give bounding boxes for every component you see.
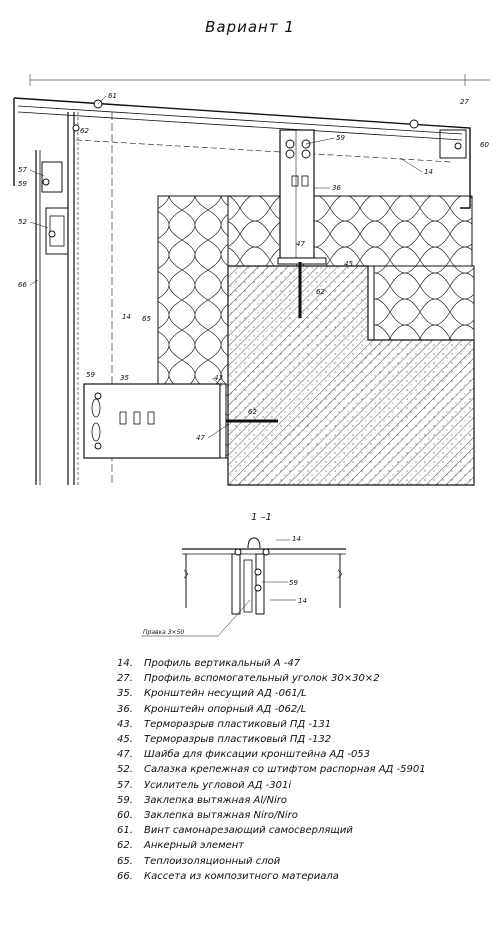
rivets	[42, 99, 462, 450]
legend-number: 35.	[117, 688, 133, 700]
bearing-bracket-35	[83, 383, 278, 459]
svg-text:62: 62	[316, 288, 325, 296]
legend-text: Кронштейн опорный АД -062/L	[144, 703, 307, 715]
legend-text: Кронштейн несущий АД -061/L	[144, 688, 307, 700]
legend-text: Теплоизоляционный слой	[144, 855, 281, 867]
legend-item: 61. Винт самонарезающий самосверлящий	[117, 823, 487, 838]
legend-item: 14. Профиль вертикальный А -47	[117, 656, 487, 671]
top-cladding	[13, 74, 490, 209]
svg-text:47: 47	[296, 240, 305, 248]
insulation-horizontal	[227, 195, 475, 341]
section-1-1	[142, 537, 346, 637]
svg-text:65: 65	[142, 315, 151, 323]
legend-text: Терморазрыв пластиковый ПД -132	[144, 734, 332, 746]
svg-text:47: 47	[196, 434, 205, 442]
legend-item: 62. Анкерный элемент	[117, 838, 487, 853]
svg-text:60: 60	[480, 141, 489, 149]
legend-text: Салазка крепежная со штифтом распорная А…	[144, 764, 426, 776]
drawing-title: Вариант 1	[205, 18, 295, 36]
legend-number: 47.	[117, 749, 133, 761]
legend-number: 43.	[117, 718, 133, 730]
legend-item: 57. Усилитель угловой АД -301i	[117, 778, 487, 793]
svg-text:66: 66	[18, 281, 27, 289]
svg-text:57: 57	[18, 166, 27, 174]
legend-number: 27.	[117, 673, 133, 685]
legend-number: 65.	[117, 855, 133, 867]
legend-item: 27. Профиль вспомогательный уголок 30×30×…	[117, 671, 487, 686]
support-bracket-36	[277, 129, 327, 318]
legend: 14. Профиль вертикальный А -47 27. Профиль …	[117, 656, 487, 884]
legend-item: 36. Кронштейн опорный АД -062/L	[117, 702, 487, 717]
legend-text: Терморазрыв пластиковый ПД -131	[144, 718, 332, 730]
svg-text:36: 36	[332, 184, 341, 192]
legend-text: Заклепка вытяжная Al/Niro	[144, 794, 287, 806]
legend-item: 66. Кассета из композитного материала	[117, 869, 487, 884]
svg-text:35: 35	[120, 374, 129, 382]
legend-number: 62.	[117, 840, 133, 852]
legend-item: 47. Шайба для фиксации кронштейна АД -053	[117, 747, 487, 762]
legend-number: 60.	[117, 810, 133, 822]
legend-item: 52. Салазка крепежная со штифтом распорна…	[117, 762, 487, 777]
legend-number: 57.	[117, 779, 133, 791]
legend-item: 43. Терморазрыв пластиковый ПД -131	[117, 717, 487, 732]
svg-text:27: 27	[460, 98, 469, 106]
legend-item: 45. Терморазрыв пластиковый ПД -132	[117, 732, 487, 747]
svg-text:62: 62	[248, 408, 257, 416]
legend-text: Усилитель угловой АД -301i	[144, 779, 292, 791]
legend-number: 36.	[117, 703, 133, 715]
svg-text:61: 61	[108, 92, 117, 100]
callout-labels: 61 62 27 60 59 14 36 57 59 52 47 45 62 6…	[18, 92, 489, 442]
section-labels: 14 59 14 Правка 3×50	[143, 535, 307, 636]
svg-text:52: 52	[18, 218, 27, 226]
svg-text:59: 59	[86, 371, 95, 379]
legend-number: 66.	[117, 870, 133, 882]
legend-item: 59. Заклепка вытяжная Al/Niro	[117, 793, 487, 808]
legend-text: Профиль вспомогательный уголок 30×30×2	[144, 673, 380, 685]
svg-text:59: 59	[289, 579, 298, 587]
legend-text: Шайба для фиксации кронштейна АД -053	[144, 749, 371, 761]
legend-text: Профиль вертикальный А -47	[144, 658, 301, 669]
svg-text:14: 14	[424, 168, 433, 176]
legend-number: 14.	[117, 658, 133, 669]
legend-text: Кассета из композитного материала	[144, 870, 339, 882]
legend-number: 61.	[117, 825, 133, 837]
svg-text:59: 59	[18, 180, 27, 188]
legend-item: 65. Теплоизоляционный слой	[117, 854, 487, 869]
svg-text:45: 45	[344, 260, 353, 268]
legend-text: Анкерный элемент	[144, 840, 245, 852]
svg-text:59: 59	[336, 134, 345, 142]
svg-text:14: 14	[298, 597, 307, 605]
legend-number: 45.	[117, 734, 133, 746]
svg-text:43: 43	[214, 374, 223, 382]
legend-item: 35. Кронштейн несущий АД -061/L	[117, 686, 487, 701]
section-title: 1 –1	[251, 512, 272, 523]
svg-text:Правка 3×50: Правка 3×50	[143, 629, 184, 636]
legend-item: 60. Заклепка вытяжная Niro/Niro	[117, 808, 487, 823]
legend-number: 52.	[117, 764, 133, 776]
svg-text:14: 14	[292, 535, 301, 543]
leader-lines	[29, 95, 423, 439]
legend-text: Заклепка вытяжная Niro/Niro	[144, 810, 298, 822]
legend-number: 59.	[117, 794, 133, 806]
svg-text:62: 62	[80, 127, 89, 135]
svg-text:14: 14	[122, 313, 131, 321]
legend-text: Винт самонарезающий самосверлящий	[144, 825, 353, 837]
